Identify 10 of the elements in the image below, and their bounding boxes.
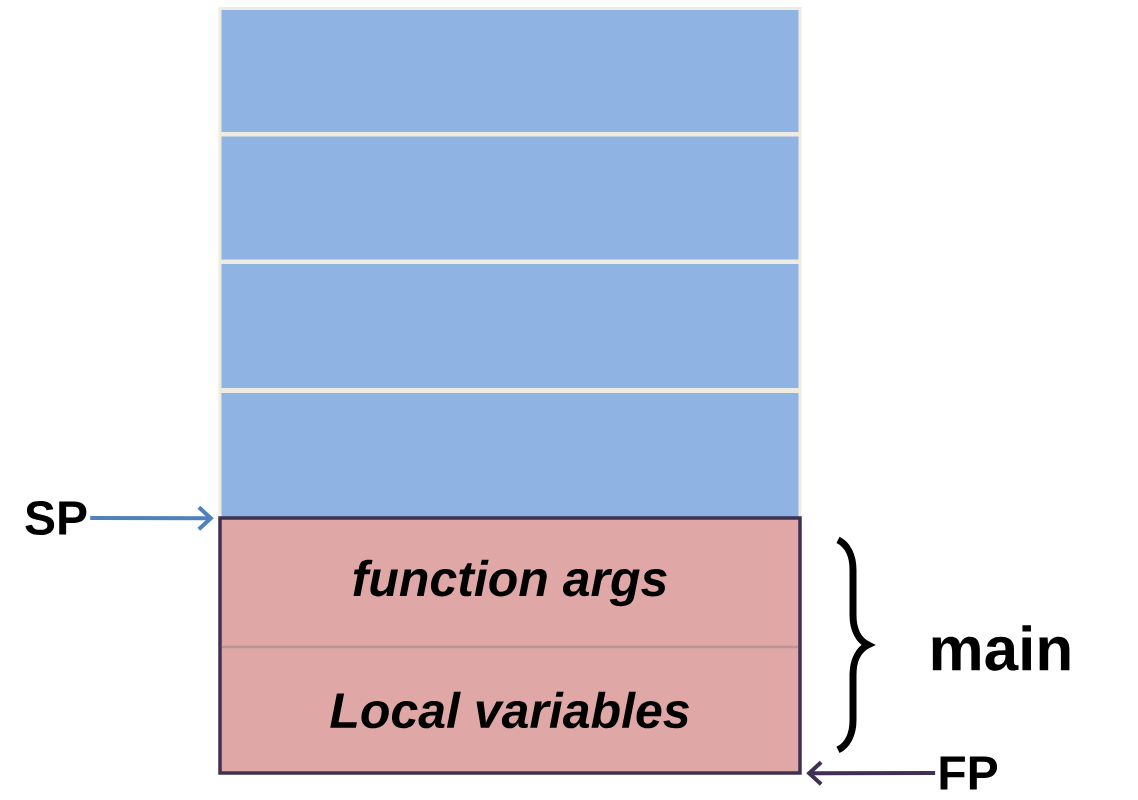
group-label: main	[932, 625, 1070, 671]
arrow	[90, 505, 214, 531]
stack-slot	[218, 261, 802, 391]
arrow	[806, 760, 936, 786]
stack-cell: Local variables	[220, 647, 800, 773]
stack-slot	[218, 133, 802, 263]
stack-slot	[218, 7, 802, 135]
pointer-label: FP	[940, 756, 998, 790]
pointer-label: SP	[25, 501, 87, 535]
stack-cell: function args	[220, 518, 800, 648]
